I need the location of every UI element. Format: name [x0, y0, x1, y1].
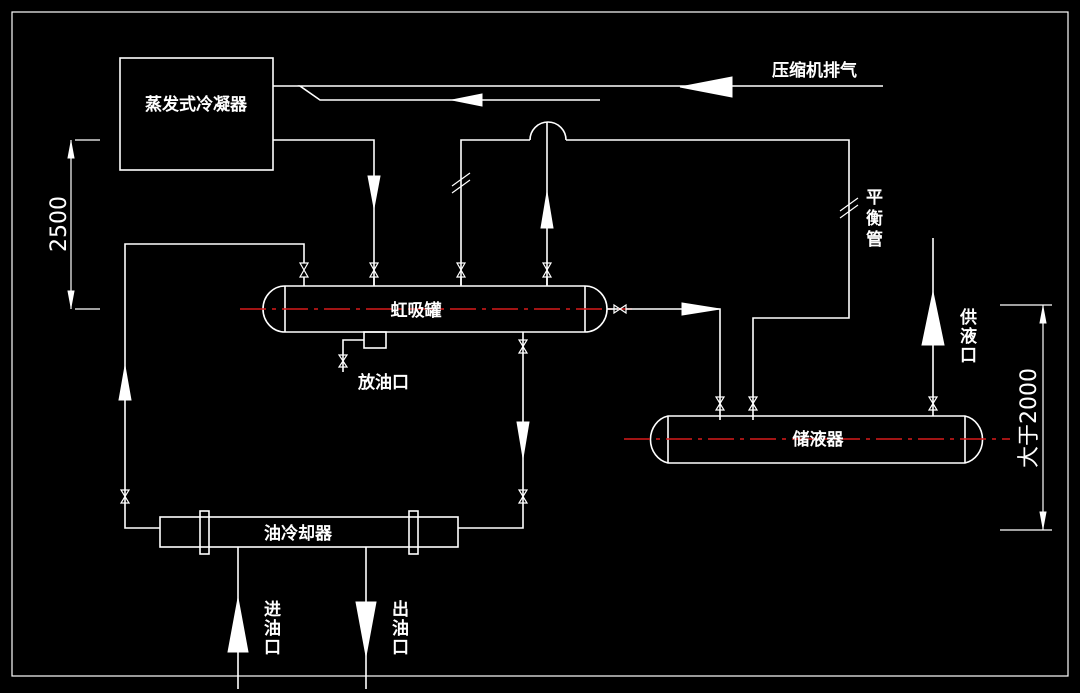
return-valve-top	[517, 339, 529, 354]
right-flow-arrow	[681, 302, 721, 316]
condenser-liquid-line	[273, 139, 381, 285]
oil-inlet-label: 进油口	[260, 600, 281, 657]
receiver-valve-2	[747, 396, 759, 411]
dimension-receiver-value: 大于2000	[1017, 368, 1042, 468]
oil-outlet-arrow	[355, 601, 377, 657]
oil-outlet: 出油口	[355, 547, 409, 689]
inner-flow-arrow	[451, 93, 483, 107]
oil-cooler-label: 油冷却器	[264, 523, 333, 544]
receiver-valve-1	[714, 396, 726, 411]
oil-drain-label: 放油口	[357, 372, 409, 393]
compressor-discharge-line: 压缩机排气	[273, 60, 883, 107]
compressor-discharge-label: 压缩机排气	[772, 60, 857, 81]
liquid-supply-label: 供液口	[956, 307, 978, 365]
left-up-arrow	[118, 365, 132, 401]
oil-inlet-arrow	[227, 597, 249, 653]
return-down-arrow	[516, 421, 530, 459]
oil-drain-valve	[337, 354, 349, 368]
discharge-flow-arrow	[679, 76, 733, 98]
dimension-receiver: 大于2000	[1000, 304, 1052, 531]
oil-cooler-supply-line	[118, 243, 305, 529]
oil-outlet-label: 出油口	[388, 599, 409, 657]
siphon-to-receiver-line	[607, 302, 721, 420]
siphon-tank: 虹吸罐	[240, 285, 632, 372]
dimension-condenser: 2500	[47, 139, 100, 310]
return-valve-bottom	[517, 489, 529, 504]
top-balance-loop	[451, 121, 859, 420]
left-valve	[119, 489, 131, 504]
balance-pipe-label: 平衡管	[862, 188, 883, 251]
siphon-top-valves	[298, 262, 553, 286]
receiver: 储液器	[624, 396, 1010, 464]
oil-inlet: 进油口	[227, 547, 281, 689]
balance-pipe-label-group: 平衡管	[862, 188, 883, 251]
receiver-valve-3	[927, 396, 939, 411]
liquid-supply-arrow	[921, 291, 945, 346]
siphon-outlet-valve	[613, 303, 627, 315]
siphon-tank-label: 虹吸罐	[391, 300, 442, 321]
oil-cooler: 油冷却器	[159, 510, 459, 555]
up-flow-arrow	[540, 191, 554, 229]
down-flow-arrow	[367, 175, 381, 209]
drawing-frame	[11, 11, 1069, 677]
dimension-condenser-value: 2500	[47, 196, 72, 252]
evaporative-condenser: 蒸发式冷凝器	[119, 57, 274, 171]
liquid-supply: 供液口	[921, 238, 978, 416]
oil-cooler-return-line	[458, 332, 530, 529]
evaporative-condenser-label: 蒸发式冷凝器	[145, 94, 248, 115]
receiver-label: 储液器	[793, 429, 845, 450]
